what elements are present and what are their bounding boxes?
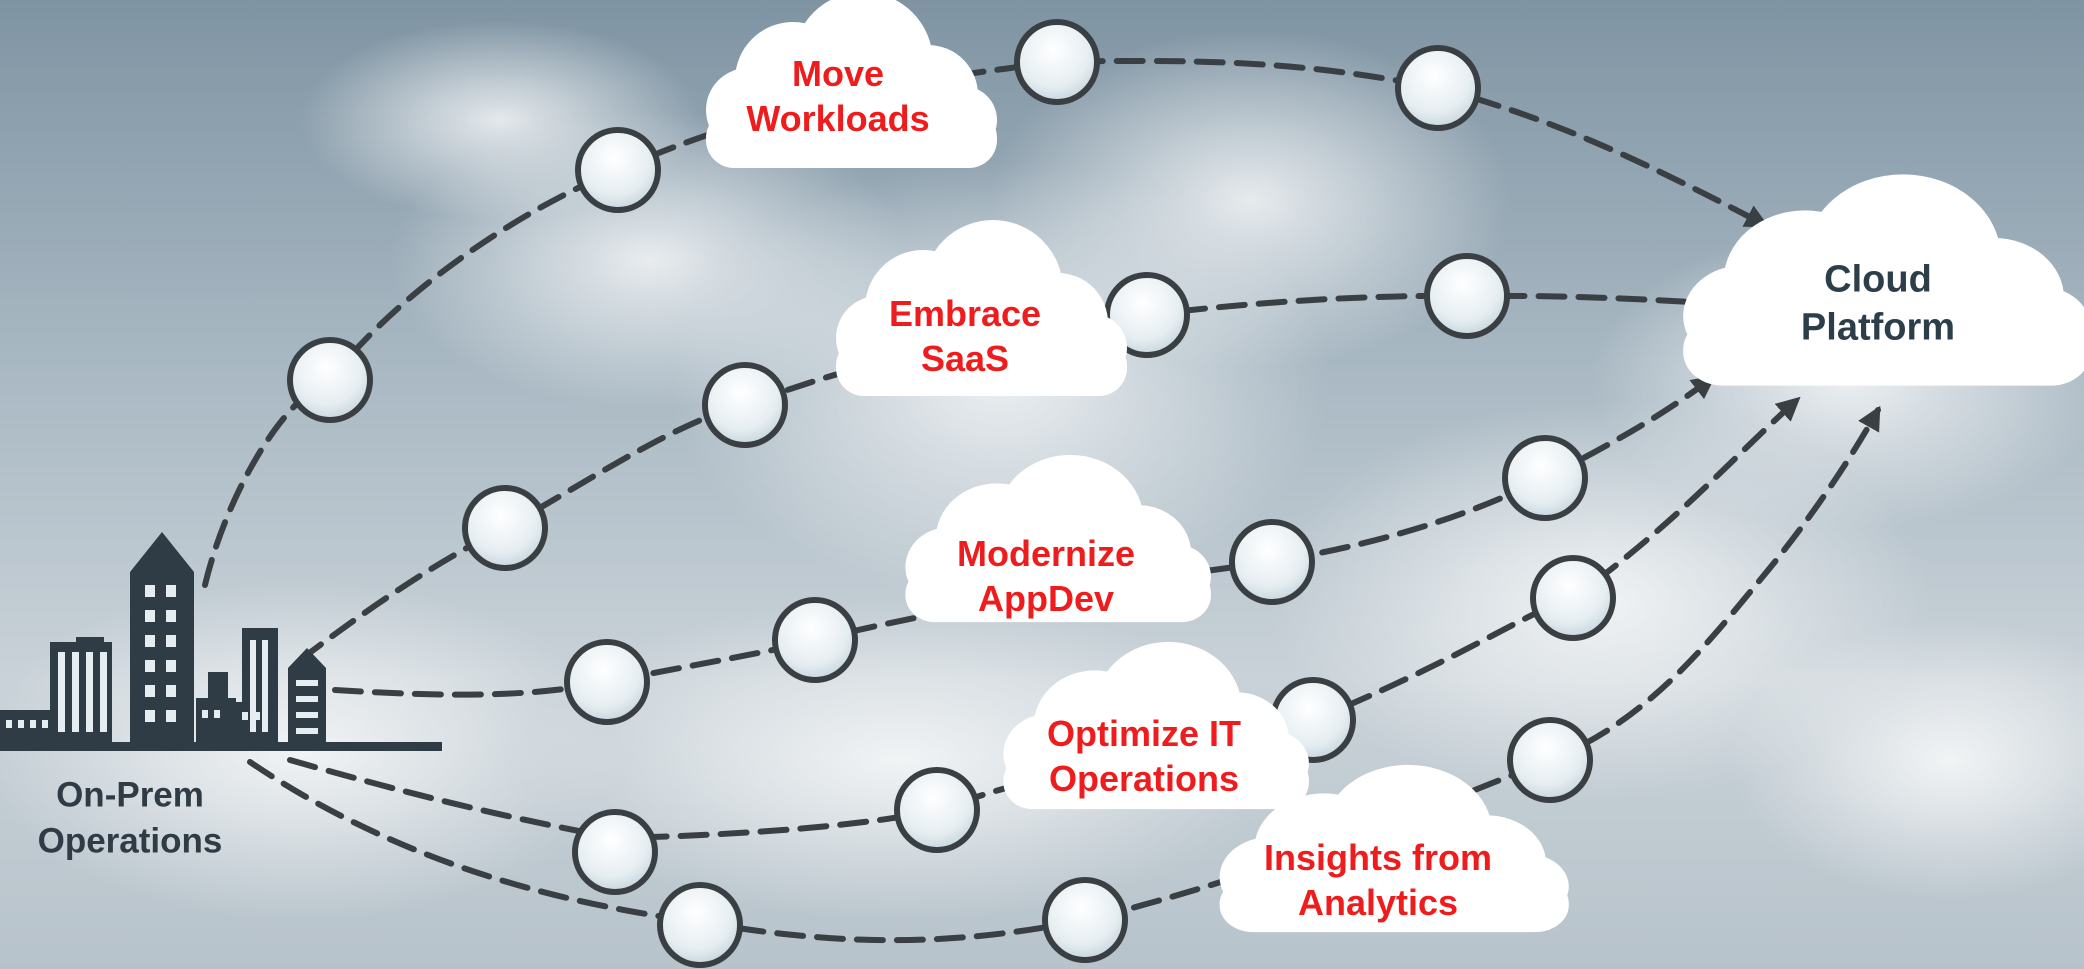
label-cloud-platform-line-1: Cloud	[1824, 258, 1932, 301]
label-embrace-saas: Embrace SaaS	[889, 291, 1041, 381]
label-insights-from-analytics-line-1: Insights from	[1263, 837, 1493, 878]
label-embrace-saas-line-1: Embrace	[888, 293, 1042, 334]
city-skyline-icon	[0, 532, 442, 751]
node-insights-1	[657, 882, 743, 968]
label-embrace-saas-line-2: SaaS	[920, 338, 1010, 379]
path-nodes	[287, 19, 1616, 968]
node-move-workloads-4	[1395, 45, 1481, 131]
label-on-prem-operations-line-2: Operations	[37, 821, 223, 860]
node-embrace-saas-1	[462, 485, 548, 571]
label-modernize-appdev-line-2: AppDev	[977, 578, 1115, 619]
node-optimize-it-1	[572, 809, 658, 895]
label-cloud-platform-line-2: Platform	[1800, 306, 1956, 348]
label-optimize-it-operations: Optimize IT Operations	[1047, 711, 1241, 801]
node-move-workloads-1	[287, 337, 373, 423]
node-insights-3	[1507, 717, 1593, 803]
label-modernize-appdev-line-1: Modernize	[956, 533, 1136, 574]
label-insights-from-analytics-line-2: Analytics	[1297, 882, 1459, 923]
node-modernize-appdev-2	[772, 597, 858, 683]
label-optimize-it-operations-line-1: Optimize IT	[1046, 713, 1242, 754]
label-cloud-platform: Cloud Platform	[1801, 257, 1955, 352]
label-optimize-it-operations-line-2: Operations	[1048, 758, 1240, 799]
label-on-prem-operations: On-Prem Operations	[38, 773, 223, 864]
node-optimize-it-2	[894, 767, 980, 853]
label-on-prem-operations-line-1: On-Prem	[56, 775, 204, 815]
node-optimize-it-4	[1530, 555, 1616, 641]
label-modernize-appdev: Modernize AppDev	[957, 531, 1135, 621]
label-insights-from-analytics: Insights from Analytics	[1264, 835, 1492, 925]
label-move-workloads: Move Workloads	[746, 51, 929, 141]
node-modernize-appdev-1	[564, 639, 650, 725]
node-move-workloads-2	[575, 127, 661, 213]
label-move-workloads-line-2: Workloads	[746, 98, 930, 139]
label-move-workloads-line-1: Move	[791, 53, 885, 94]
node-insights-2	[1042, 877, 1128, 963]
connector-insights	[247, 405, 1881, 944]
node-modernize-appdev-4	[1502, 435, 1588, 521]
node-modernize-appdev-3	[1229, 519, 1315, 605]
node-embrace-saas-2	[702, 362, 788, 448]
node-embrace-saas-4	[1424, 253, 1510, 339]
node-move-workloads-3	[1014, 19, 1100, 105]
